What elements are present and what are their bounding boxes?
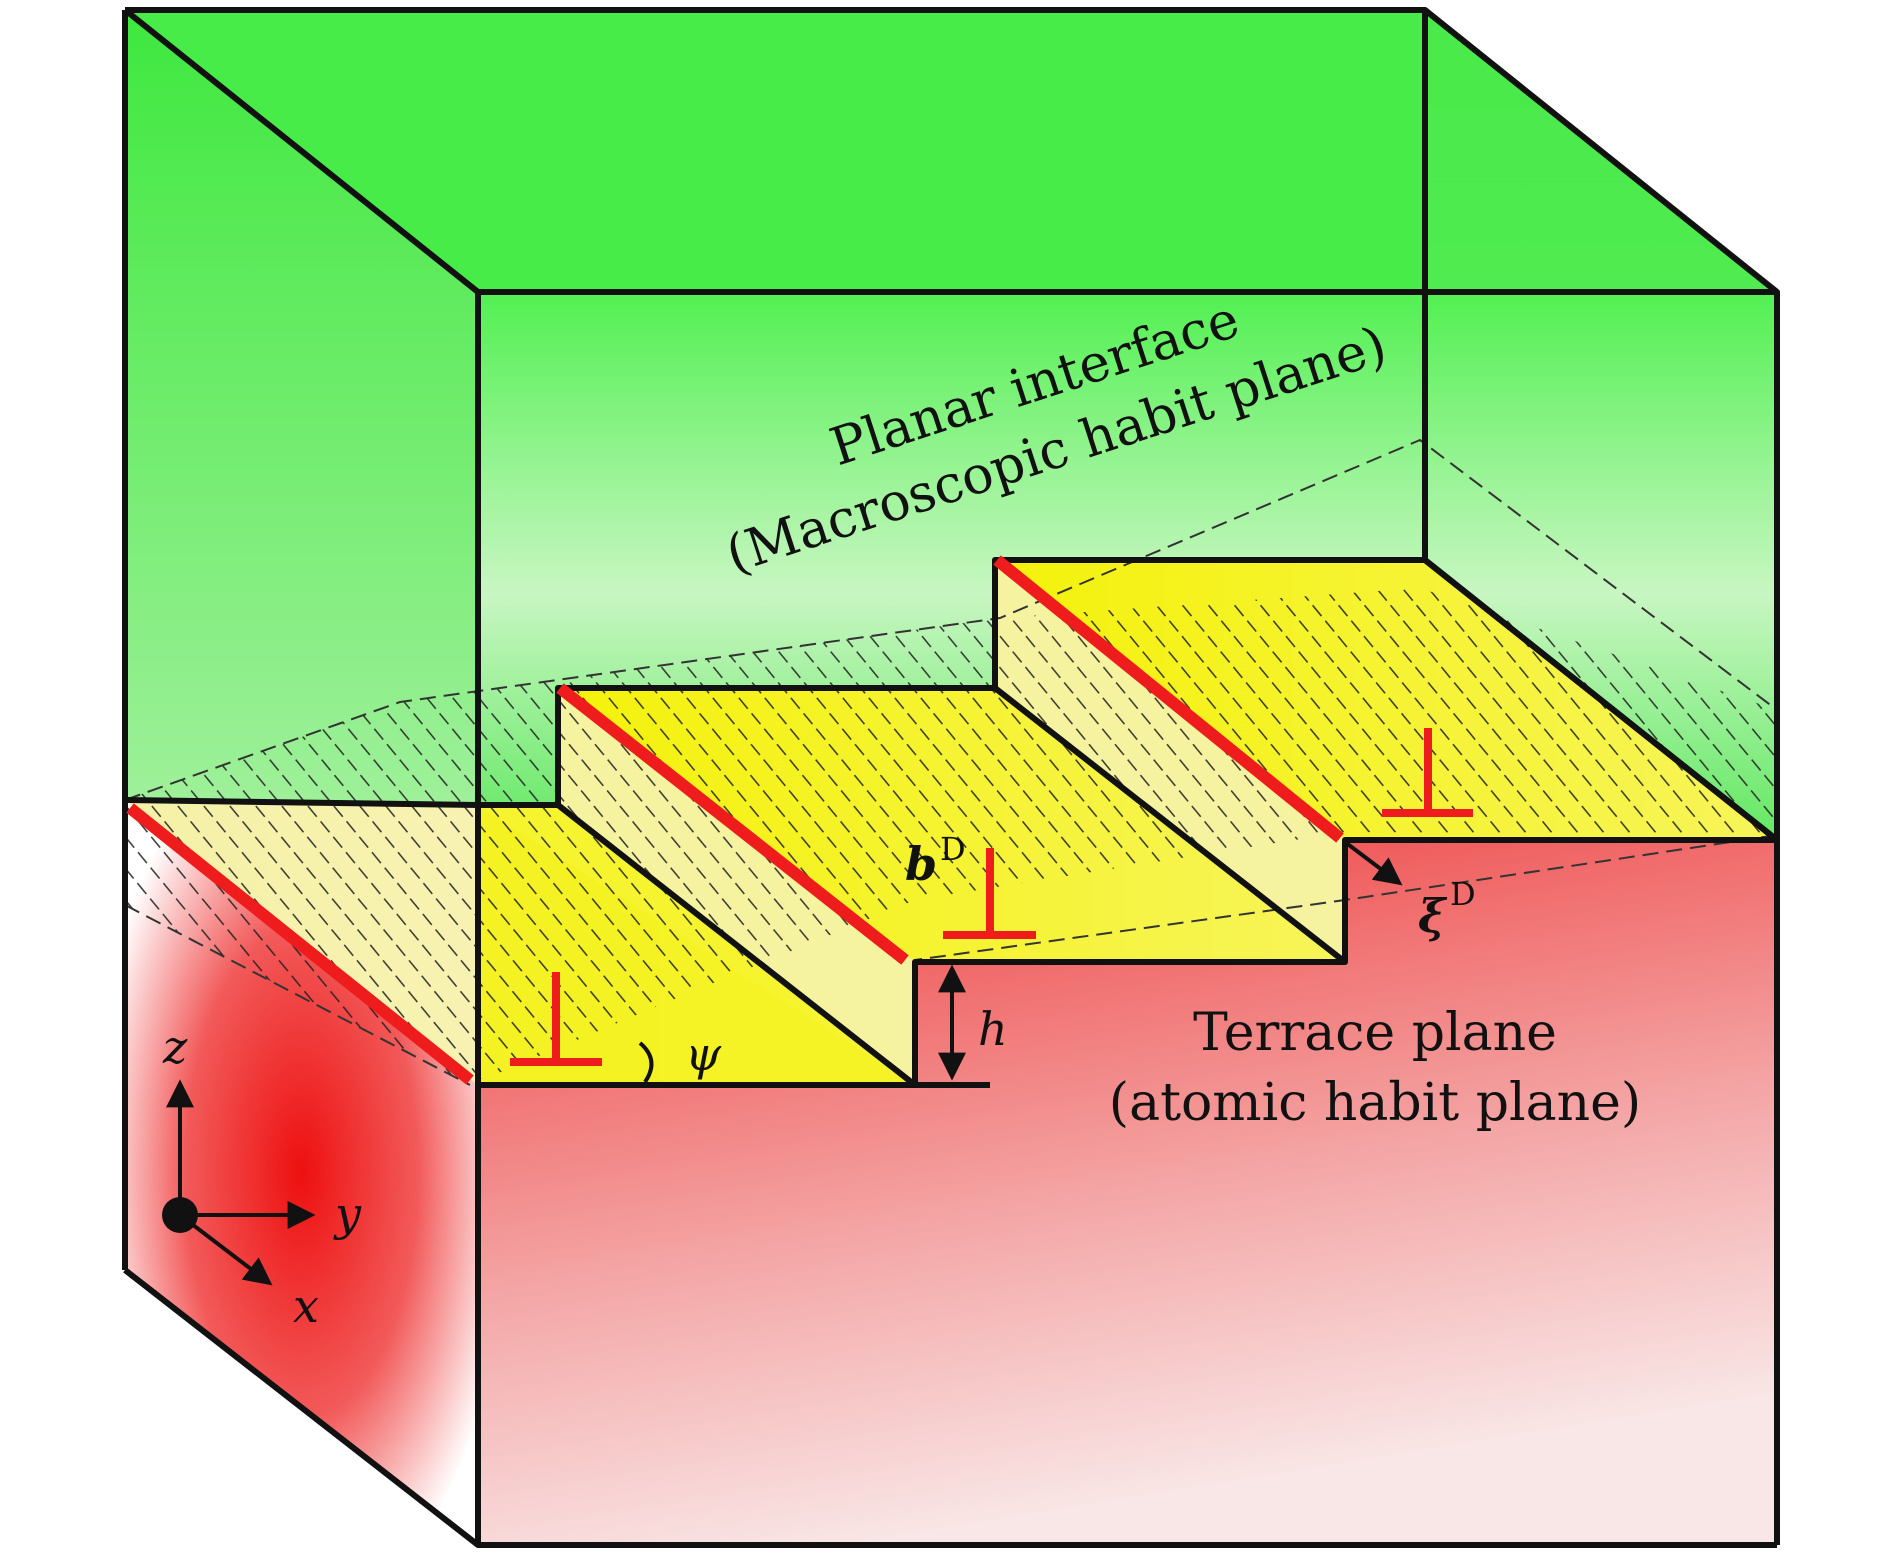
hatch-line [1367,588,1777,1085]
line-direction-superscript: D [1450,875,1476,913]
hatch-line [925,588,1487,1085]
hatch-line [1471,588,1777,1085]
hatch-line [613,588,1175,1085]
upper-top-face [125,10,1777,292]
hatch-line [951,588,1513,1085]
hatch-line [1419,588,1777,1085]
hatch-line [145,588,707,1085]
hatch-line [587,588,1149,1085]
hatch-line [1263,588,1777,1085]
hatch-line [223,588,785,1085]
hatch-line [125,588,629,1085]
hatch-line [405,588,967,1085]
hatch-line [977,588,1539,1085]
hatch-line [125,588,655,1085]
hatch-line [1289,588,1777,1085]
lower-front-face [478,840,1777,1545]
dislocation-line-3 [993,555,1344,843]
hatch-line [873,588,1435,1085]
hatch-line [171,588,733,1085]
burgers-vector-superscript: D [940,830,966,868]
hatch-line [301,588,863,1085]
hatch-line [1185,588,1747,1085]
hatch-line [743,588,1305,1085]
hatch-line [639,588,1201,1085]
hatch-line [1055,588,1617,1085]
x-axis [178,1213,273,1286]
y-axis-label: y [333,1187,362,1241]
burgers-vector-label: b [905,837,937,891]
angle-arc [638,1041,654,1084]
habit-plane-hatching [125,420,1890,1100]
hatch-line [509,588,1071,1085]
stepped-interface [125,560,1777,1085]
upper-left-face [125,10,478,805]
angle-label: ψ [685,1027,722,1081]
hatch-line [847,588,1409,1085]
hatch-line [1107,588,1669,1085]
dislocation-symbols [510,728,1473,1066]
dislocation-symbol-2 [943,848,1036,939]
hatch-line [353,588,915,1085]
line-direction-arrow [1343,840,1403,886]
hatch-line [769,588,1331,1085]
z-axis-label: z [162,1020,188,1074]
dislocation-line-1 [126,803,474,1085]
hatch-line [1003,588,1565,1085]
hatch-line [1862,420,1890,1100]
hatch-line [665,588,1227,1085]
hatch-line [457,588,1019,1085]
hatch-line [561,588,1123,1085]
hatch-line [327,588,889,1085]
riser-1 [558,688,915,1085]
lower-left-face [125,800,478,1545]
box-edges [122,7,1780,1548]
hatch-line [125,588,551,1085]
hatch-line [1810,420,1890,1100]
hatch-line [1081,588,1643,1085]
dislocation-lines [126,555,1344,1085]
hatch-line [125,588,681,1085]
coordinate-axes [162,1079,316,1286]
dislocation-symbol-3 [1382,728,1473,817]
hatch-line [1237,588,1777,1085]
hatch-line [1341,588,1777,1085]
hatch-line [125,588,603,1085]
hatch-line [899,588,1461,1085]
hatch-line [821,588,1383,1085]
step-height-label: h [978,1002,1008,1056]
hatch-line [795,588,1357,1085]
hatch-line [717,588,1279,1085]
hatch-line [1029,588,1591,1085]
hatch-line [1133,588,1695,1085]
terrace-plane-label: Terrace plane [1193,1003,1557,1063]
x-axis-label: x [293,1279,319,1333]
hatch-line [431,588,993,1085]
terrace-2 [558,688,1345,962]
line-direction-label: ξ [1418,889,1448,943]
hatch-line [1836,420,1890,1100]
hatch-line [125,588,525,1085]
hatch-line [125,588,577,1085]
hatch-line [1445,588,1777,1085]
hatch-line [1211,588,1773,1085]
hatch-line [535,588,1097,1085]
hatch-line [1159,588,1721,1085]
terrace-1-front [478,805,915,1085]
hatch-line [1315,588,1777,1085]
terrace-3 [995,560,1777,840]
riser-2 [995,560,1345,962]
hatch-line [483,588,1045,1085]
hatch-line [691,588,1253,1085]
atomic-habit-plane-label: (atomic habit plane) [1109,1073,1641,1133]
hatch-line [1784,420,1890,1100]
origin-dot [162,1197,198,1233]
hatch-line [249,588,811,1085]
dislocation-symbol-1 [510,972,602,1066]
dislocation-line-2 [556,683,909,965]
